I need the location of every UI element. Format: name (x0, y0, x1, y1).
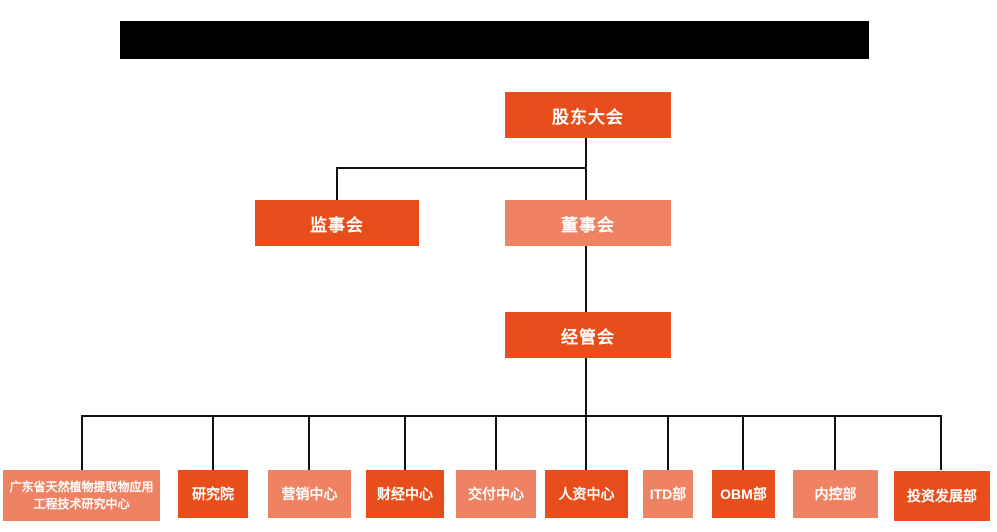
org-box-management-committee: 经管会 (505, 312, 671, 358)
connector-drop-4 (404, 415, 406, 470)
connector-drop-8 (742, 415, 744, 470)
org-box-hr-center: 人资中心 (545, 470, 628, 518)
connector-root-down (585, 138, 587, 200)
connector-drop-2 (212, 415, 214, 470)
connector-level2-horizontal (336, 167, 587, 169)
org-box-board-of-directors: 董事会 (505, 200, 671, 246)
org-box-research-center: 广东省天然植物提取物应用工程技术研究中心 (3, 470, 160, 521)
org-box-shareholders-meeting: 股东大会 (505, 92, 671, 138)
org-box-investment-development-department: 投资发展部 (894, 471, 990, 521)
connector-drop-6 (585, 415, 587, 470)
connector-drop-9 (834, 415, 836, 470)
connector-drop-3 (308, 415, 310, 470)
connector-to-supervisory (336, 167, 338, 200)
org-box-itd-department: ITD部 (643, 470, 693, 518)
org-box-finance-center: 财经中心 (366, 470, 444, 518)
connector-drop-10 (940, 415, 942, 470)
org-box-internal-control-department: 内控部 (793, 470, 878, 518)
redacted-title-bar (120, 21, 869, 59)
connector-trunk-horizontal (81, 415, 942, 417)
org-box-delivery-center: 交付中心 (456, 470, 536, 518)
connector-board-to-management (585, 246, 587, 312)
connector-drop-1 (81, 415, 83, 470)
org-box-research-institute: 研究院 (178, 470, 248, 518)
connector-drop-5 (495, 415, 497, 470)
connector-management-down (585, 358, 587, 416)
org-box-obm-department: OBM部 (712, 470, 775, 518)
org-box-supervisory-board: 监事会 (255, 200, 419, 246)
org-box-marketing-center: 营销中心 (268, 470, 351, 518)
connector-drop-7 (667, 415, 669, 470)
